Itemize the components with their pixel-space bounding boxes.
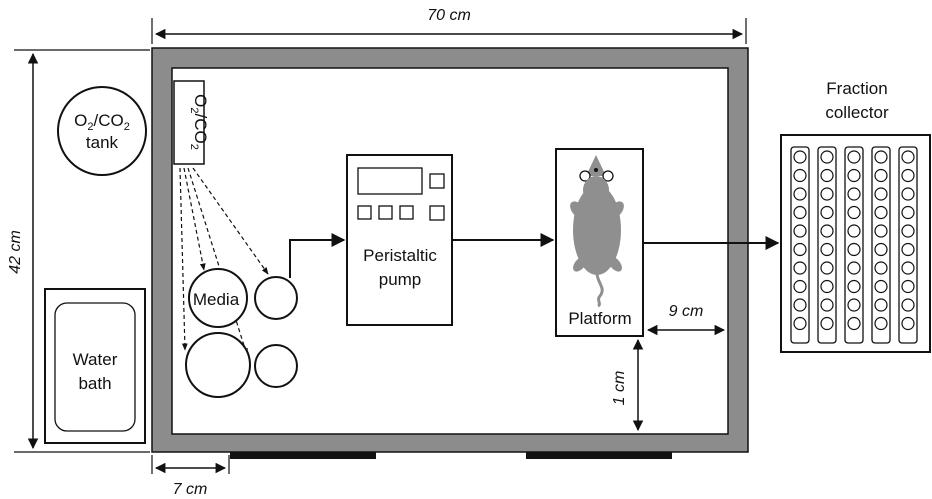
collection-tube [847,205,861,220]
collection-tube [847,224,861,238]
collection-tube [820,242,834,257]
collection-tube [874,316,888,331]
gas-lines [179,167,269,356]
media-bottle-4 [254,344,298,388]
water-bath-line1: Water [73,350,118,369]
collection-tube [847,279,861,294]
tube-racks [790,146,918,344]
collection-tube [901,150,915,164]
platform-label: Platform [568,309,631,328]
collection-tube [793,187,807,201]
collection-tube [793,150,807,164]
collector-label-line1: Fraction [826,79,887,98]
collection-tube [820,298,834,312]
collection-tube [847,261,861,275]
collection-tube [874,150,888,164]
collection-tube [901,168,915,183]
bottom-gap-dimension: 1 cm [611,338,644,432]
collection-tube [793,224,807,238]
tank-gas-label: O2/CO2 [74,111,130,133]
collection-tube [874,205,888,220]
media-bottle-2 [254,276,298,320]
collection-tube [874,242,888,257]
collection-tube [874,261,888,275]
height-dimension: 42 cm [7,49,150,453]
collection-tube [820,224,834,238]
collection-tube [793,205,807,220]
collection-tube [901,224,915,238]
collection-tube [820,316,834,331]
collection-tube [874,279,888,294]
left-gap-label: 7 cm [173,481,208,498]
collection-tube [820,187,834,201]
collection-tube [793,261,807,275]
height-label: 42 cm [7,230,24,274]
collection-tube [901,279,915,294]
media-bottle-3 [185,332,251,398]
pump-label-line2: pump [379,270,422,289]
media-vessels: Media [185,268,298,398]
collection-tube [820,261,834,275]
pump-button [429,173,445,189]
platform: Platform [555,148,644,337]
width-label: 70 cm [427,7,471,24]
collection-tube [847,316,861,331]
pump-display [357,167,423,195]
media-bottle-1 [188,268,248,328]
peristaltic-pump: Peristaltic pump [346,154,453,326]
pump-button [378,205,393,220]
collection-tube [874,187,888,201]
door-bar-right [526,452,672,459]
collection-tube [793,298,807,312]
collection-tube [901,205,915,220]
collection-tube [847,168,861,183]
width-dimension: 70 cm [151,7,747,44]
water-bath: Water bath [44,288,146,444]
pump-button [357,205,372,220]
water-bath-line2: bath [78,374,111,393]
platform-gap-label: 9 cm [669,303,704,320]
gas-distributor-label: O2/CO2 [188,94,210,150]
platform-gap-dimension: 9 cm [646,303,726,336]
collection-tube [847,298,861,312]
collection-tube [820,150,834,164]
collection-tube [793,279,807,294]
collection-tube [901,261,915,275]
collection-tube [901,316,915,331]
gas-distributor: O2/CO2 [173,80,210,165]
pump-button [399,205,414,220]
collection-tube [874,224,888,238]
collection-tube [901,187,915,201]
media-label: Media [193,290,240,309]
collection-tube [793,316,807,331]
media-to-pump-line [289,233,346,278]
collector-label-line2: collector [825,103,889,122]
bottom-gap-label: 1 cm [611,371,628,406]
collection-tube [793,242,807,257]
tank-label: tank [86,133,119,152]
collection-tube [901,242,915,257]
collection-tube [847,150,861,164]
pump-label-line1: Peristaltic [363,246,437,265]
collection-tube [820,279,834,294]
door-bar-left [230,452,376,459]
fraction-collector: Fraction collector [780,79,931,353]
gas-tank: O2/CO2 tank [57,86,147,176]
animal-icon [570,155,624,308]
pump-button [429,205,445,221]
collection-tube [874,298,888,312]
collection-tube [874,168,888,183]
collection-tube [820,205,834,220]
collection-tube [847,242,861,257]
collection-tube [793,168,807,183]
collection-tube [901,298,915,312]
collection-tube [847,187,861,201]
enclosure [151,47,749,459]
collection-tube [820,168,834,183]
left-gap-dimension: 7 cm [151,455,230,498]
